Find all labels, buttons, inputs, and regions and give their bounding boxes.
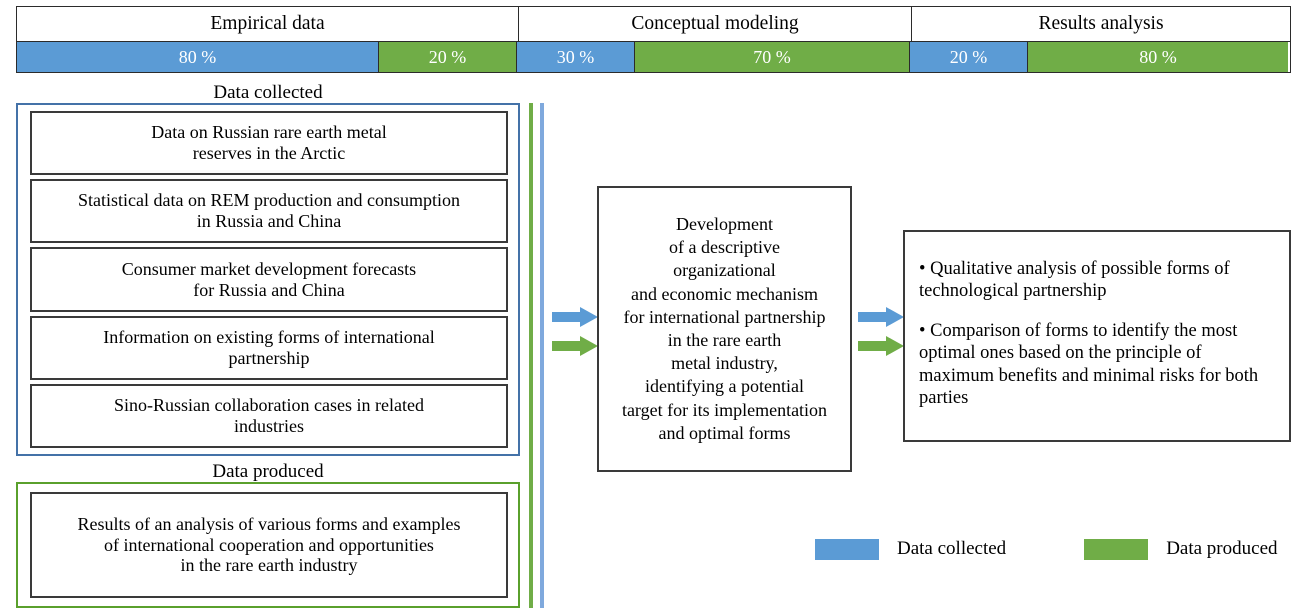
data-collected-box: Information on existing forms of interna… [30,315,508,380]
phase-segment-conceptual-collected: 30 % [517,42,635,72]
results-bullet: • Comparison of forms to identify the mo… [919,320,1259,408]
phase-segment-label: 20 % [428,46,467,67]
conceptual-model-box: Development of a descriptive organizatio… [597,186,852,472]
data-produced-group-label: Data produced [212,461,324,482]
phase-header-row: Empirical data Conceptual modeling Resul… [16,6,1291,41]
phase-table: Empirical data Conceptual modeling Resul… [16,6,1291,78]
phase-header-label: Empirical data [210,13,325,34]
phase-segment-label: 80 % [1139,46,1177,67]
legend-label: Data collected [897,538,1007,559]
vertical-line-green [529,103,533,608]
vertical-line-blue [540,103,544,608]
legend-label: Data produced [1166,538,1278,559]
data-collected-box: Statistical data on REM production and c… [30,179,508,244]
legend-swatch-green-icon [1084,538,1149,560]
phase-header-results-analysis: Results analysis [912,7,1290,41]
data-collected-box: Sino-Russian collaboration cases in rela… [30,383,508,449]
results-analysis-box: • Qualitative analysis of possible forms… [903,230,1291,442]
phase-segment-results-produced: 80 % [1028,42,1288,72]
arrow-right-green-icon [858,336,904,356]
legend-item-data-produced: Data produced [1084,538,1278,560]
data-collected-box: Consumer market development forecasts fo… [30,247,508,312]
phase-segment-label: 70 % [753,46,791,67]
results-bullet: • Qualitative analysis of possible forms… [919,259,1230,302]
phase-segment-label: 20 % [949,46,988,67]
phase-segment-empirical-produced: 20 % [379,42,517,72]
arrow-right-green-icon [552,336,598,356]
phase-segment-results-collected: 20 % [910,42,1028,72]
legend-swatch-blue-icon [815,538,879,560]
phase-header-label: Conceptual modeling [631,13,799,34]
arrow-right-blue-icon [552,307,598,327]
data-collected-group-label: Data collected [213,82,323,103]
arrow-right-blue-icon [858,307,904,327]
data-produced-box: Results of an analysis of various forms … [30,492,508,598]
phase-header-empirical-data: Empirical data [17,7,519,41]
phase-segment-label: 30 % [556,46,595,67]
legend: Data collected Data produced [815,534,1291,564]
phase-header-label: Results analysis [1038,13,1164,34]
data-produced-container: Results of an analysis of various forms … [16,482,520,608]
data-collected-container: Data on Russian rare earth metal reserve… [16,103,520,456]
data-collected-box: Data on Russian rare earth metal reserve… [30,111,508,176]
phase-segment-label: 80 % [178,46,217,67]
phase-bar-row: 80 % 20 % 30 % 70 % 20 % 80 % [16,41,1291,73]
phase-segment-empirical-collected: 80 % [17,42,379,72]
phase-segment-conceptual-produced: 70 % [635,42,910,72]
phase-header-conceptual-modeling: Conceptual modeling [519,7,912,41]
legend-item-data-collected: Data collected [815,538,1006,560]
